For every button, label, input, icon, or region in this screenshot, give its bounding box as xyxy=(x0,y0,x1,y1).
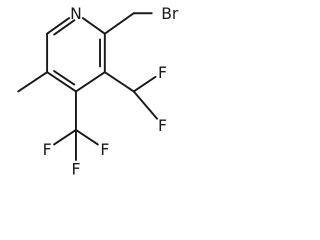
atom-f-cf3-left-label: F xyxy=(43,140,52,159)
structure-canvas: N Br F F F F F xyxy=(0,0,188,178)
bond-c5-methyl xyxy=(17,71,49,93)
bond-chf2-f-bottom xyxy=(132,90,159,120)
bond-c6-n xyxy=(46,17,71,35)
bond-c4-c5 xyxy=(46,71,77,93)
molecule-drawing: N Br F F F F F xyxy=(17,4,179,178)
bond-chf2-f-top xyxy=(132,75,157,93)
atom-f-chf2-bottom-label: F xyxy=(158,116,167,135)
bond-cf3-f-right xyxy=(74,128,99,146)
atom-n-label: N xyxy=(70,4,82,23)
bond-c4-c5-double xyxy=(53,70,76,86)
bond-cf3-f-left xyxy=(53,128,77,146)
atom-br-label: Br xyxy=(161,4,179,23)
atom-f-cf3-mid-label: F xyxy=(71,159,80,178)
bond-c2-ch2 xyxy=(103,12,135,35)
atom-f-chf2-top-label: F xyxy=(158,63,167,82)
bond-n-c2 xyxy=(81,17,106,35)
atom-f-cf3-right-label: F xyxy=(100,140,109,159)
bond-c3-chf2 xyxy=(103,71,135,93)
bond-c6-n-double xyxy=(53,19,76,36)
bond-c3-c4 xyxy=(74,71,106,93)
